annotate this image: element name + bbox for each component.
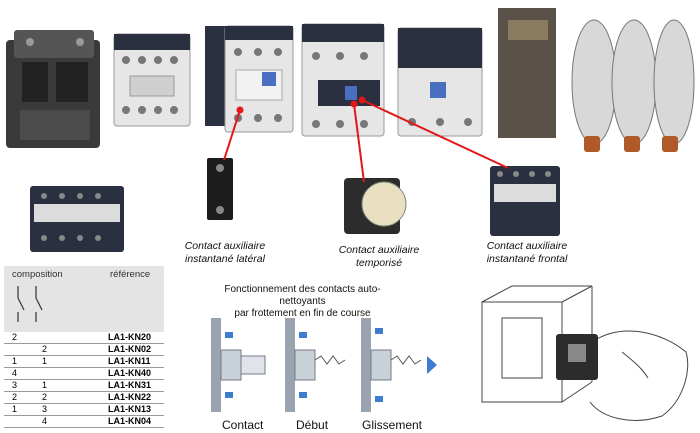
table-row: 4 LA1-KN40 [4, 368, 164, 380]
functioning-title-line1: Fonctionnement des contacts auto-nettoya… [224, 284, 381, 307]
caption-timed-line1: Contact auxiliaire [338, 244, 420, 256]
caption-lateral-line1: Contact auxiliaire [184, 240, 266, 252]
table-row: 3 1 LA1-KN31 [4, 380, 164, 392]
caption-lateral-line2: instantané latéral [185, 253, 265, 265]
contactor-heavy-duty [498, 8, 695, 152]
composition-b: 2 [42, 392, 48, 402]
composition-a: 3 [12, 380, 18, 390]
contactor-large [397, 27, 483, 137]
reference-cell: LA1-KN02 [108, 344, 152, 354]
table-row: 2 LA1-KN20 [4, 332, 164, 344]
caption-timed: Contact auxiliaire temporisé [334, 244, 424, 270]
reference-cell: LA1-KN13 [108, 404, 152, 414]
composition-a: 2 [12, 332, 18, 342]
composition-a: 1 [12, 404, 18, 414]
reference-cell: LA1-KN04 [108, 416, 152, 426]
composition-a: 2 [12, 392, 18, 402]
lateral-aux-block [207, 158, 233, 220]
step-label-contact: Contact [222, 418, 264, 432]
step-contact-drawing [211, 318, 266, 412]
contactor-with-frontal-aux [301, 23, 385, 137]
step-label-start: Début [296, 418, 329, 432]
contact-symbol-icon [17, 286, 43, 322]
caption-frontal-line2: instantané frontal [486, 253, 568, 265]
frontal-aux-block [490, 166, 560, 236]
caption-lateral: Contact auxiliaire instantané latéral [180, 240, 270, 266]
mounting-sketch [481, 285, 689, 421]
table-row: 4 LA1-KN04 [4, 416, 164, 428]
reference-cell: LA1-KN31 [108, 380, 152, 390]
aux-block-table-image [30, 186, 124, 252]
contactor-with-lateral-aux [205, 25, 294, 133]
reference-cell: LA1-KN20 [108, 332, 152, 342]
composition-b: 1 [42, 356, 48, 366]
functioning-title-line2: par frottement en fin de course [234, 308, 371, 319]
composition-b: 1 [42, 380, 48, 390]
reference-cell: LA1-KN11 [108, 356, 151, 366]
contactor-black-open [6, 30, 100, 148]
table-row: 2 LA1-KN02 [4, 344, 164, 356]
reference-cell: LA1-KN40 [108, 368, 152, 378]
table-header-bar: composition référence [4, 266, 164, 332]
self-cleaning-diagram [211, 318, 437, 412]
step-label-slide: Glissement [362, 418, 423, 432]
header-composition: composition [12, 269, 63, 280]
functioning-title: Fonctionnement des contacts auto-nettoya… [205, 284, 400, 320]
contactor-photos [6, 8, 695, 252]
reference-cell: LA1-KN22 [108, 392, 152, 402]
arrows [223, 96, 509, 183]
composition-b: 4 [42, 416, 48, 426]
table-row: 2 2 LA1-KN22 [4, 392, 164, 404]
timed-aux-block [344, 178, 407, 234]
step-start-drawing [285, 318, 346, 412]
table-row: 1 1 LA1-KN11 [4, 356, 164, 368]
header-reference: référence [110, 269, 151, 280]
caption-timed-line2: temporisé [355, 257, 403, 269]
composition-b: 3 [42, 404, 48, 414]
composition-b: 2 [42, 344, 48, 354]
contactor-small [113, 33, 191, 127]
caption-frontal: Contact auxiliaire instantané frontal [482, 240, 572, 266]
composition-a: 4 [12, 368, 18, 378]
table-row: 1 3 LA1-KN13 [4, 404, 164, 416]
composition-a: 1 [12, 356, 18, 366]
caption-frontal-line1: Contact auxiliaire [486, 240, 568, 252]
step-slide-drawing [361, 318, 437, 412]
